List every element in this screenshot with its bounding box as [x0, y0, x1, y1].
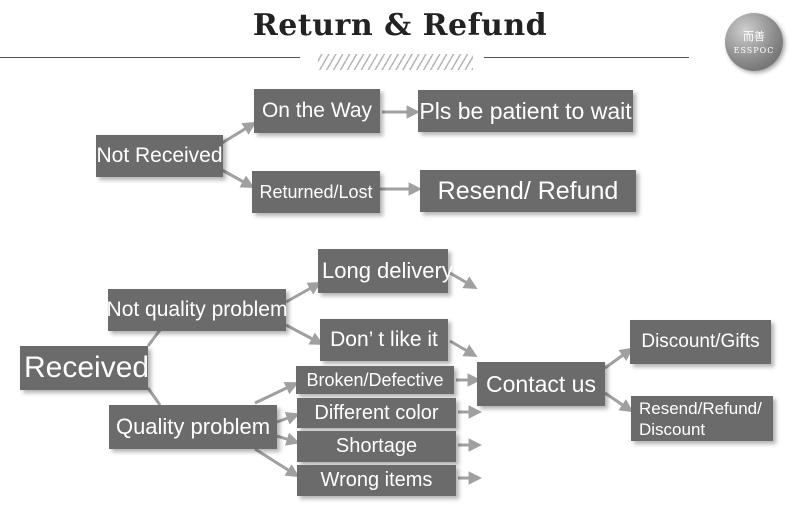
connector-received-to-quality — [146, 387, 162, 406]
node-quality-problem: Quality problem — [109, 405, 277, 449]
arrow-not-received-to-returned-lost — [221, 168, 255, 188]
node-discount-gifts: Discount/Gifts — [630, 320, 771, 364]
node-returned-lost: Returned/Lost — [252, 171, 380, 213]
node-not-received: Not Received — [96, 135, 223, 177]
arrow-quality-to-wrong-items — [254, 447, 300, 478]
title-rule-right — [484, 57, 689, 58]
node-contact-us: Contact us — [477, 362, 605, 406]
node-wrong-items: Wrong items — [297, 465, 456, 496]
arrow-quality-to-broken — [254, 381, 299, 405]
node-dont-like-it: Don’ t like it — [320, 319, 448, 361]
arrow-not-quality-to-dont-like — [285, 323, 324, 345]
node-resend-refund: Resend/ Refund — [420, 170, 636, 212]
node-on-the-way: On the Way — [254, 89, 380, 133]
connector-received-to-not-quality — [146, 329, 162, 347]
brand-logo: 而善 ESSPOC — [725, 13, 783, 71]
arrow-not-received-to-on-the-way — [221, 121, 257, 145]
node-shortage: Shortage — [297, 431, 456, 462]
title-rule-left — [0, 57, 300, 58]
node-not-quality-problem: Not quality problem — [107, 289, 287, 331]
logo-english-text: ESSPOC — [733, 46, 775, 55]
arrow-dont-like-to-contact — [449, 339, 478, 358]
node-received: Received — [20, 346, 149, 390]
node-resend-refund-discount-line1: Resend/Refund/ — [639, 398, 762, 418]
arrow-quality-to-shortage — [276, 432, 300, 446]
arrow-contact-to-resend-refund-discount — [604, 391, 634, 413]
node-long-delivery: Long delivery — [318, 249, 453, 293]
arrow-not-quality-to-long-delivery — [285, 282, 322, 304]
page-title: Return & Refund — [252, 8, 548, 43]
logo-chinese-text: 而善 — [743, 30, 765, 43]
arrow-quality-to-different-color — [276, 411, 300, 425]
title-hatch-decoration — [318, 54, 473, 70]
arrow-long-delivery-out — [449, 271, 478, 290]
node-pls-be-patient: Pls be patient to wait — [418, 90, 633, 132]
arrow-contact-to-discount-gifts — [604, 347, 634, 370]
node-resend-refund-discount: Resend/Refund/ Discount — [631, 396, 773, 441]
node-resend-refund-discount-line2: Discount — [639, 419, 706, 439]
node-different-color: Different color — [297, 398, 456, 428]
node-broken-defective: Broken/Defective — [296, 366, 454, 394]
